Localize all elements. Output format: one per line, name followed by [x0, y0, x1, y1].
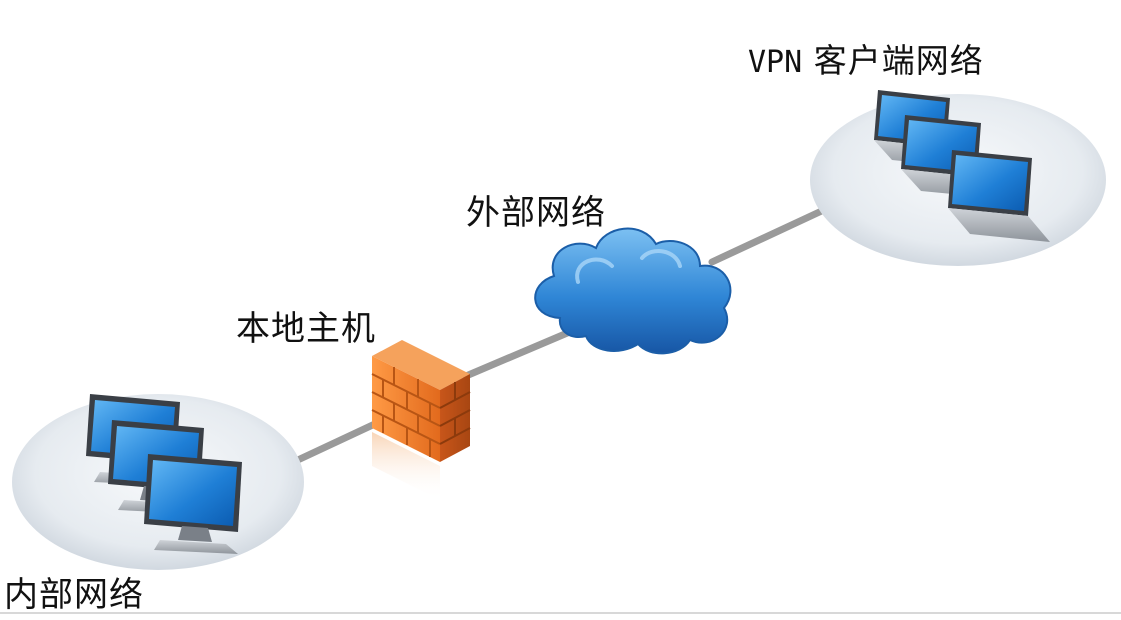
- vpn-client-network-group: [810, 90, 1106, 266]
- cloud-icon: [534, 227, 732, 355]
- firewall-reflection: [372, 432, 440, 500]
- external-network-label: 外部网络: [466, 193, 606, 233]
- vpn-label-prefix: VPN: [748, 45, 803, 80]
- monitor-icon: [144, 454, 242, 554]
- laptop-icon: [948, 150, 1050, 242]
- vpn-client-network-label: VPN 客户端网络: [748, 44, 984, 78]
- firewall-icon: [371, 340, 471, 500]
- vpn-label-suffix: 客户端网络: [813, 41, 984, 80]
- internal-network-group: [12, 394, 304, 570]
- local-host-label: 本地主机: [236, 309, 376, 349]
- link-cloud-to-vpn: [708, 204, 832, 266]
- bottom-divider: [0, 612, 1121, 614]
- internal-network-label: 内部网络: [4, 575, 144, 615]
